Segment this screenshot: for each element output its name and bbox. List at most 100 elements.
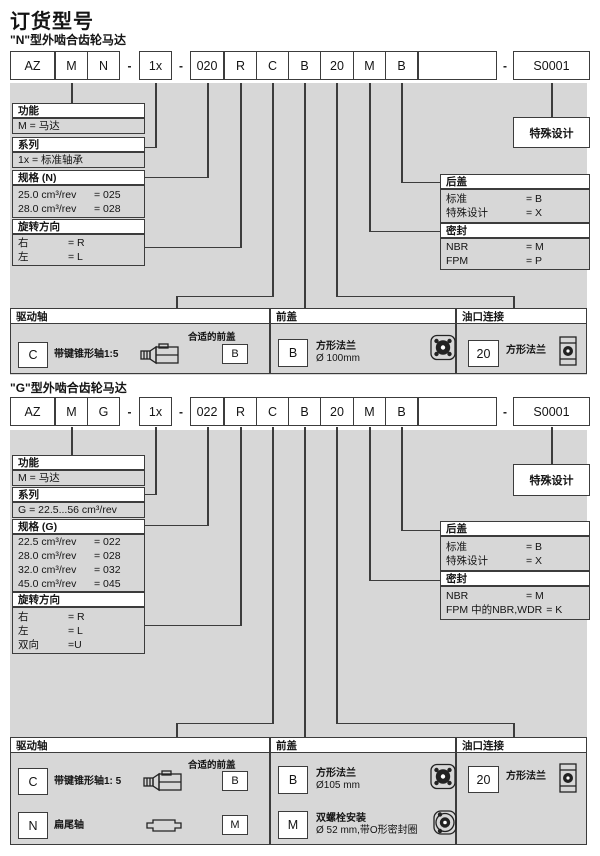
- front-cover-header: 前盖: [271, 309, 455, 324]
- front-cover-code-box: M: [278, 811, 308, 839]
- code-cell: 020: [190, 51, 224, 80]
- option-label: 特殊设计: [446, 554, 488, 567]
- option-group-rows: 25.0 cm³/rev= 025 28.0 cm³/rev= 028: [12, 185, 145, 218]
- option-group-rows: 1x = 标准轴承: [12, 152, 145, 168]
- option-group-header: 系列: [12, 487, 145, 502]
- option-group-rows: M = 马达: [12, 118, 145, 134]
- option-label: 右: [18, 237, 29, 249]
- option-group-header: 后盖: [440, 521, 590, 536]
- drive-shaft-code-box: N: [18, 812, 48, 839]
- connector-line: [145, 624, 241, 627]
- option-label: 32.0 cm³/rev: [18, 564, 77, 576]
- option-label: M = 马达: [18, 472, 60, 484]
- code-cell: B: [385, 51, 418, 80]
- option-label: 标准: [446, 193, 467, 205]
- connector-line: [401, 529, 440, 532]
- code-cell: 022: [190, 397, 224, 426]
- square-flange-icon: [430, 334, 456, 361]
- special-design-box: 特殊设计: [513, 117, 590, 148]
- option-group-header: 后盖: [440, 174, 590, 189]
- connector-line: [401, 427, 403, 531]
- connector-line: [176, 722, 274, 725]
- drive-shaft-header: 驱动轴: [11, 309, 269, 324]
- option-group-rows: M = 马达: [12, 470, 145, 486]
- connector-line: [176, 722, 178, 738]
- keyed-taper-shaft-icon: [140, 343, 184, 367]
- special-design-box: 特殊设计: [513, 464, 590, 496]
- connector-line: [551, 427, 553, 465]
- port-connection-desc: 方形法兰: [506, 771, 546, 782]
- connector-line: [155, 427, 157, 495]
- code-separator: -: [127, 58, 132, 73]
- option-group-header: 系列: [12, 137, 145, 152]
- connector-line: [71, 427, 73, 456]
- port-connection-section: 油口连接: [456, 308, 587, 374]
- option-group-header: 功能: [12, 455, 145, 470]
- option-value: = L: [68, 251, 83, 263]
- option-value: = M: [526, 590, 544, 602]
- matching-front-cover-label: 合适的前盖: [188, 760, 236, 771]
- drive-shaft-header: 驱动轴: [11, 738, 269, 753]
- connector-line: [272, 427, 274, 724]
- connector-line: [71, 83, 73, 104]
- front-cover-header: 前盖: [271, 738, 455, 753]
- option-label: 特殊设计: [446, 207, 488, 219]
- code-cell: AZ: [10, 51, 55, 80]
- option-label: 左: [18, 624, 29, 637]
- code-cell: R: [224, 51, 257, 80]
- connector-line: [369, 83, 371, 232]
- connector-line: [369, 230, 440, 233]
- connector-line: [272, 83, 274, 297]
- code-separator: -: [127, 404, 132, 419]
- connector-line: [145, 246, 241, 249]
- option-value: = 028: [94, 202, 121, 215]
- option-group-header: 密封: [440, 223, 590, 238]
- drive-shaft-code-box: C: [18, 768, 48, 795]
- code-cell: R: [224, 397, 257, 426]
- option-group-header: 规格 (G): [12, 519, 145, 534]
- code-separator: -: [503, 58, 507, 73]
- option-label: NBR: [446, 590, 469, 602]
- front-cover-desc: 双螺栓安装: [316, 813, 366, 824]
- connector-line: [369, 579, 440, 582]
- connector-line: [336, 427, 338, 724]
- option-value: = R: [68, 237, 85, 249]
- option-group-header: 规格 (N): [12, 170, 145, 185]
- code-separator: -: [179, 404, 183, 419]
- option-value: = L: [68, 624, 83, 637]
- option-label: 右: [18, 610, 29, 623]
- connector-line: [513, 295, 515, 309]
- keyed-taper-shaft-icon: [143, 770, 187, 794]
- option-value: = X: [526, 207, 543, 219]
- front-cover-code-box: B: [278, 766, 308, 794]
- connector-line: [401, 83, 403, 183]
- option-group-rows: 标准= B 特殊设计= X: [440, 536, 590, 571]
- two-bolt-flange-icon: [432, 807, 458, 838]
- port-connection-code-box: 20: [468, 766, 499, 793]
- option-value: = 032: [94, 564, 121, 576]
- option-label: 28.0 cm³/rev: [18, 202, 77, 215]
- front-cover-desc2: Ø105 mm: [316, 780, 360, 791]
- page-title: 订货型号: [10, 11, 94, 33]
- code-cell-blank: [418, 397, 497, 426]
- option-group-rows: NBR= M FPM= P: [440, 238, 590, 270]
- code-cell: M: [55, 51, 88, 80]
- option-value: = K: [546, 604, 563, 616]
- option-label: FPM: [446, 255, 469, 267]
- connector-line: [401, 181, 440, 184]
- connector-line: [369, 427, 371, 581]
- option-value: = B: [526, 540, 543, 553]
- drive-shaft-desc: 带键锥形轴1:5: [54, 349, 119, 360]
- code-cell: AZ: [10, 397, 55, 426]
- port-connection-desc: 方形法兰: [506, 345, 546, 356]
- option-group-rows: G = 22.5...56 cm³/rev: [12, 502, 145, 518]
- connector-line: [304, 83, 306, 309]
- code-cell: G: [87, 397, 120, 426]
- option-group-header: 功能: [12, 103, 145, 118]
- option-label: NBR: [446, 241, 469, 253]
- option-value: = R: [68, 610, 85, 623]
- connector-line: [145, 524, 208, 527]
- code-cell: M: [353, 397, 386, 426]
- option-label: 双向: [18, 638, 39, 651]
